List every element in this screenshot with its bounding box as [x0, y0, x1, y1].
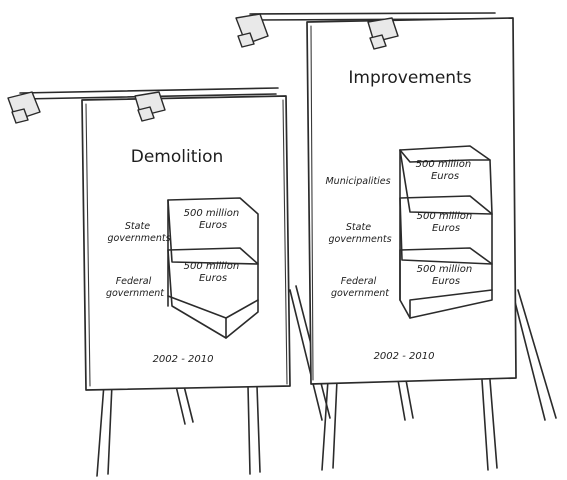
board-edge: [282, 99, 288, 385]
clip-icon: [7, 91, 41, 124]
board-edge: [85, 103, 91, 387]
block-amount: 500 million Euros: [184, 261, 243, 284]
row-label: Federal government: [106, 276, 165, 299]
funding-stack: [167, 197, 259, 339]
easel-leg: [397, 379, 406, 421]
funding-block: [167, 197, 259, 265]
demolition-easel: Demolition 500 million Euros 500 million…: [7, 87, 291, 477]
clip-icon: [235, 13, 269, 48]
clip-icon: [134, 91, 166, 122]
period-label: 2002 - 2010: [374, 351, 435, 362]
row-label: Federal government: [331, 276, 390, 299]
easel-back-leg: [511, 289, 557, 421]
clip-icon: [367, 17, 399, 50]
board-title: Demolition: [131, 147, 224, 167]
easel-leg: [321, 379, 329, 471]
easel-leg: [332, 379, 338, 469]
funding-block: [399, 145, 493, 215]
board-title: Improvements: [348, 68, 471, 88]
easel-leg: [247, 385, 251, 475]
board-edge: [310, 25, 314, 381]
funding-stack: [399, 145, 493, 319]
easel-leg: [96, 383, 105, 477]
block-amount: 500 million Euros: [184, 208, 243, 231]
improvements-easel: Improvements 500 million Euros 500 milli…: [235, 12, 557, 471]
improvements-board: [306, 17, 517, 385]
easel-leg: [175, 385, 186, 425]
funding-block: [167, 247, 259, 339]
period-label: 2002 - 2010: [153, 354, 214, 365]
block-amount: 500 million Euros: [417, 264, 476, 287]
block-amount: 500 million Euros: [417, 211, 476, 234]
easel-leg: [481, 379, 489, 471]
easel-leg: [107, 383, 113, 475]
block-face: [399, 149, 491, 163]
block-edge: [409, 289, 493, 319]
row-label: Municipalities: [325, 176, 390, 187]
easel-leg: [183, 385, 194, 423]
row-label: State governments: [328, 222, 391, 245]
block-amount: 500 million Euros: [416, 159, 475, 182]
demolition-board: [81, 95, 291, 391]
row-label: State governments: [107, 221, 170, 244]
easel-leg: [489, 379, 498, 469]
easel-leg: [256, 385, 261, 473]
easel-leg: [405, 379, 414, 419]
